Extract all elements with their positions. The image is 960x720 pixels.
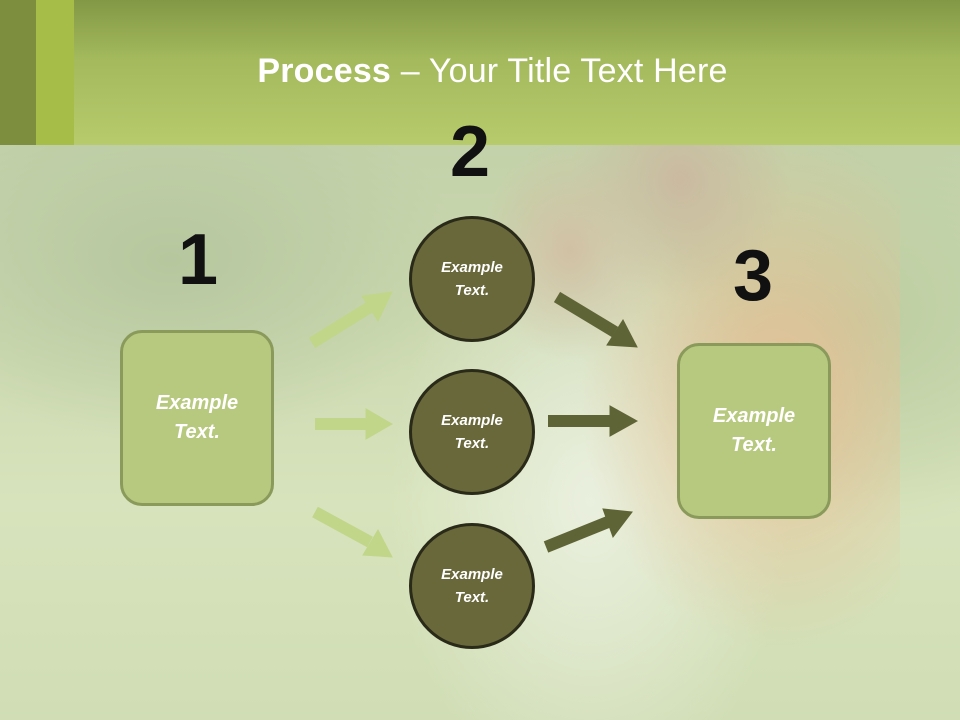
- arrow-mid-to-right-head: [609, 405, 639, 437]
- step-number-2: 2: [450, 112, 491, 192]
- left-box: Example Text.: [120, 330, 274, 506]
- banner-stripe-light: [36, 0, 74, 145]
- circle-middle: Example Text.: [409, 369, 535, 495]
- title-rest: – Your Title Text Here: [391, 52, 728, 90]
- circle-top-label: Example Text.: [441, 259, 503, 299]
- title-bold: Process: [257, 52, 392, 90]
- arrow-left-to-mid-head: [365, 408, 394, 440]
- right-box-label: Example Text.: [712, 405, 796, 456]
- step-number-1: 1: [178, 220, 219, 300]
- arrow-top-to-right: [553, 291, 619, 338]
- right-box: Example Text.: [677, 343, 831, 519]
- circle-bottom: Example Text.: [409, 523, 535, 649]
- circle-middle-label: Example Text.: [441, 412, 503, 452]
- circle-top: Example Text.: [409, 216, 535, 342]
- arrow-left-to-top: [308, 301, 374, 349]
- banner-stripe-dark: [0, 0, 36, 145]
- arrow-left-to-bottom: [312, 506, 373, 548]
- arrow-bottom-to-right: [543, 516, 611, 553]
- left-box-label: Example Text.: [155, 392, 239, 443]
- slide-title: Process – Your Title Text Here: [0, 52, 960, 91]
- circle-bottom-label: Example Text.: [441, 566, 503, 606]
- arrow-bottom-to-right-head: [602, 508, 633, 539]
- step-number-3: 3: [733, 236, 774, 316]
- title-banner: Process – Your Title Text Here: [0, 0, 960, 145]
- arrow-left-to-bottom-head: [362, 528, 393, 558]
- arrow-top-to-right-head: [606, 319, 638, 348]
- arrow-left-to-top-head: [361, 291, 393, 323]
